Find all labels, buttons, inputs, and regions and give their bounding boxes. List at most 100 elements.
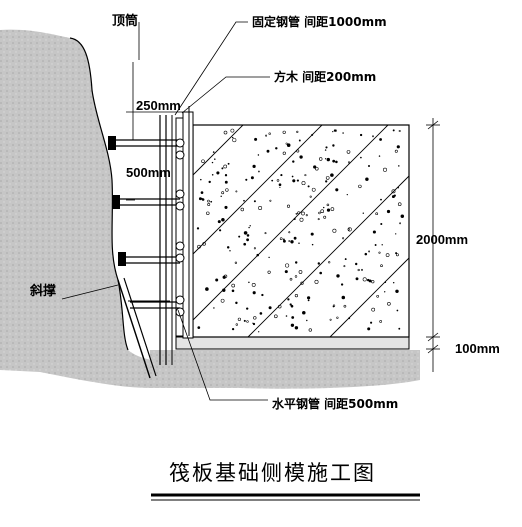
aggregate-speck [221,217,225,222]
aggregate-speck [224,174,228,177]
aggregate-speck [291,316,295,319]
concrete-slab [192,124,410,338]
aggregate-speck [201,197,203,200]
aggregate-speck [332,144,335,147]
aggregate-speck [213,307,215,309]
aggregate-speck [252,164,256,169]
aggregate-speck [391,189,396,194]
aggregate-speck [223,164,228,169]
aggregate-speck [253,247,256,250]
aggregate-speck [253,200,256,203]
aggregate-speck [332,159,336,163]
aggregate-speck [290,240,294,244]
aggregate-speck [344,258,347,261]
aggregate-speck [397,202,402,206]
aggregate-speck [220,298,225,303]
diagonal-brace [117,279,151,379]
aggregate-speck [328,261,331,264]
aggregate-speck [308,328,312,332]
label-top-tube: 顶筒 [112,14,139,29]
aggregate-speck [284,270,288,274]
aggregate-speck [398,327,401,330]
rock-edge [69,37,129,351]
aggregate-speck [343,265,346,268]
aggregate-speck [257,154,260,156]
aggregate-speck [275,147,278,150]
aggregate-speck [246,238,250,242]
aggregate-speck [398,129,401,133]
pipe-clamps [175,138,185,317]
aggregate-speck [288,240,291,242]
aggregate-speck [243,319,246,322]
aggregate-speck [384,291,386,293]
aggregate-speck [362,212,364,214]
leader-timber [181,76,270,114]
aggregate-speck [335,188,339,192]
aggregate-speck [382,167,388,172]
aggregate-speck [375,212,379,216]
aggregate-speck [257,170,260,173]
aggregate-speck [293,236,297,240]
aggregate-speck [212,151,215,153]
aggregate-speck [285,315,288,317]
aggregate-speck [290,304,294,308]
aggregate-speck [314,279,319,284]
aggregate-speck [367,327,371,331]
aggregate-speck [294,261,298,264]
aggregate-speck [231,289,235,293]
concrete-diagonal-lines [192,124,410,338]
aggregate-speck [208,180,211,184]
aggregate-speck [254,137,258,141]
aggregate-speck [269,199,272,202]
aggregate-speck [395,253,399,257]
aggregate-speck [222,275,226,279]
leader-horizontal-pipe [177,309,268,401]
aggregate-speck [238,235,241,238]
aggregate-speck [332,228,337,233]
aggregate-speck [368,250,371,253]
aggregate-speck [302,311,306,315]
aggregate-speck [235,323,238,326]
aggregate-speck [296,130,299,133]
aggregate-speck [211,161,214,164]
aggregate-speck [301,181,306,186]
aggregate-speck [336,274,340,278]
aggregate-speck [235,301,238,305]
aggregate-speck [294,326,299,330]
aggregate-speck [221,191,225,195]
label-dim-250: 250mm [136,98,181,113]
aggregate-speck [197,244,201,249]
aggregate-speck [374,244,377,246]
aggregate-speck [371,280,375,284]
aggregate-speck [359,133,363,137]
aggregate-speck [311,243,314,246]
aggregate-speck [347,161,351,164]
aggregate-speck [323,215,327,219]
aggregate-speck [332,305,335,308]
aggregate-speck [210,200,213,203]
aggregate-speck [346,150,351,154]
aggregate-speck [381,244,383,246]
aggregate-speck [304,174,307,177]
aggregate-speck [240,207,245,212]
aggregate-speck [261,293,264,297]
aggregate-speck [250,176,254,180]
aggregate-speck [342,237,345,240]
horizontal-pipes [115,139,180,309]
aggregate-speck [268,132,271,135]
aggregate-speck [311,187,316,192]
aggregate-speck [347,227,352,232]
aggregate-speck [319,271,323,275]
aggregate-speck [271,179,274,182]
aggregate-speck [380,264,383,268]
aggregate-speck [380,198,382,201]
aggregate-speck [246,234,250,237]
aggregate-speck [372,230,376,234]
aggregate-speck [285,263,290,268]
label-dim-2000: 2000mm [416,232,469,247]
aggregate-speck [384,281,387,283]
aggregate-speck [215,278,219,282]
aggregate-speck [307,185,310,188]
aggregate-speck [214,158,216,160]
